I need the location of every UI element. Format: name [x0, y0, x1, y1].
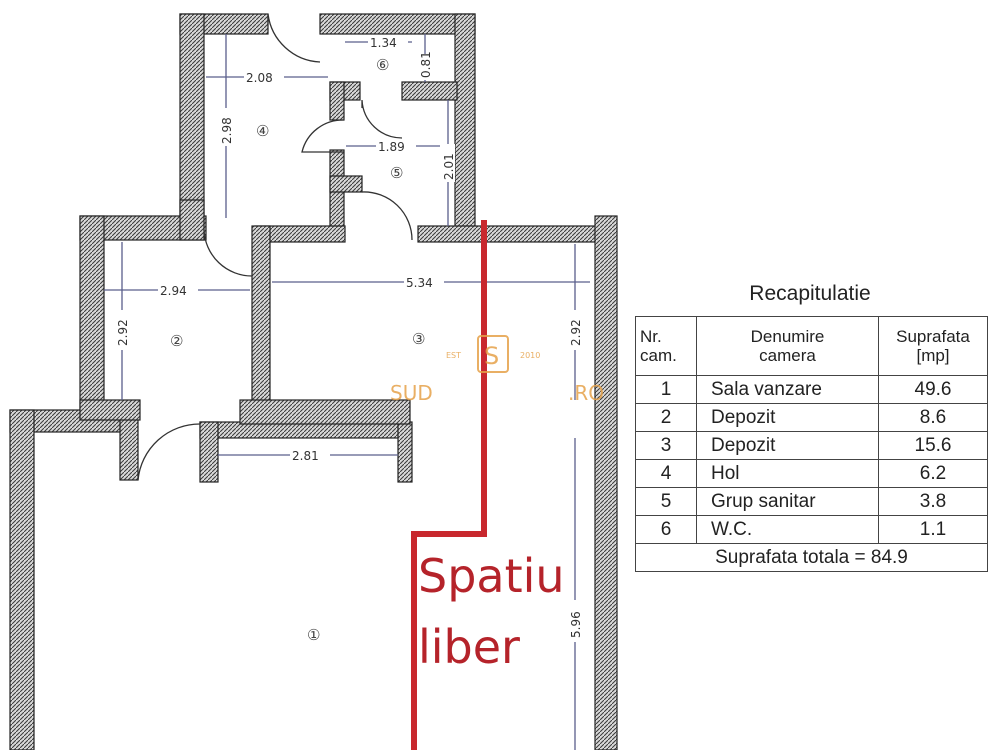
watermark-est: EST — [446, 351, 461, 360]
table-row: 1 Sala vanzare 49.6 — [635, 375, 988, 404]
dim-0-81: 0.81 — [419, 51, 433, 78]
wall-room3-bottom — [239, 399, 411, 425]
table-row: 2 Depozit 8.6 — [635, 403, 988, 432]
recap-total: Suprafata totala = 84.9 — [635, 543, 988, 572]
watermark: S EST 2010 SUD .RO — [390, 335, 604, 405]
room-number-1: ① — [307, 626, 320, 644]
cell-area: 49.6 — [878, 375, 988, 404]
recap-title: Recapitulatie — [749, 282, 871, 305]
dim-2-01: 2.01 — [442, 153, 456, 180]
header-room-area: Suprafata [mp] — [878, 316, 988, 376]
free-space-boundary — [411, 220, 487, 750]
wall-top-right — [319, 13, 476, 35]
recap-total-row: Suprafata totala = 84.9 — [635, 543, 988, 572]
cell-name: Hol — [696, 459, 879, 488]
wall-upper-right — [454, 13, 476, 240]
free-space-label-line1: Spatiu — [418, 549, 565, 603]
cell-nr: 4 — [635, 459, 697, 488]
dim-5-34: 5.34 — [406, 276, 433, 290]
dimension-labels: 1.34 0.81 2.08 2.98 1.89 2.01 2.94 5.34 … — [115, 35, 583, 642]
room-number-3: ③ — [412, 330, 425, 348]
dim-2-92-right: 2.92 — [569, 319, 583, 346]
room-numbers: ⑥ ④ ⑤ ② ③ ① — [170, 56, 425, 644]
watermark-logo-s: S — [484, 342, 499, 370]
door-hall-room2 — [203, 229, 253, 277]
free-space-label-line2: liber — [418, 620, 520, 674]
cell-name: Grup sanitar — [696, 487, 879, 516]
cell-name: Depozit — [696, 431, 879, 460]
dim-2-08: 2.08 — [246, 71, 273, 85]
table-row: 6 W.C. 1.1 — [635, 515, 988, 544]
wall-room3-top-right — [417, 225, 617, 243]
wall-room2-room3 — [251, 225, 271, 407]
cell-area: 6.2 — [878, 459, 988, 488]
dim-2-81: 2.81 — [292, 449, 319, 463]
recap-table: Nr. cam. Denumire camera Suprafata [mp] … — [635, 316, 988, 572]
door-wc — [361, 99, 403, 139]
cell-area: 1.1 — [878, 515, 988, 544]
door-room1-room2 — [137, 423, 201, 481]
cell-area: 3.8 — [878, 487, 988, 516]
door-hall-bath — [301, 119, 345, 153]
room-number-4: ④ — [256, 122, 269, 140]
cell-nr: 6 — [635, 515, 697, 544]
dim-5-96: 5.96 — [569, 611, 583, 638]
cell-name: Sala vanzare — [696, 375, 879, 404]
dim-2-98: 2.98 — [220, 117, 234, 144]
room-number-6: ⑥ — [376, 56, 389, 74]
wall-room4-lower — [179, 199, 205, 241]
door-bath — [361, 191, 413, 241]
wall-mid-vertical — [329, 81, 345, 121]
dim-1-89: 1.89 — [378, 140, 405, 154]
header-room-number: Nr. cam. — [635, 316, 697, 376]
dim-2-94: 2.94 — [160, 284, 187, 298]
header-room-name: Denumire camera — [696, 316, 879, 376]
room-number-2: ② — [170, 332, 183, 350]
doors — [137, 13, 413, 481]
watermark-year: 2010 — [520, 351, 540, 360]
watermark-text-right: .RO — [568, 381, 604, 405]
table-row: 4 Hol 6.2 — [635, 459, 988, 488]
wall-right-outer — [594, 215, 618, 750]
room-number-5: ⑤ — [390, 164, 403, 182]
wall-left-outer — [9, 409, 35, 750]
table-row: 5 Grup sanitar 3.8 — [635, 487, 988, 516]
recap-header-row: Nr. cam. Denumire camera Suprafata [mp] — [635, 316, 988, 376]
watermark-text-left: SUD — [390, 381, 433, 405]
wall-stub-right — [199, 421, 219, 483]
cell-nr: 2 — [635, 403, 697, 432]
wall-bath-bottom — [329, 175, 363, 193]
cell-name: W.C. — [696, 515, 879, 544]
dim-2-92-left: 2.92 — [116, 319, 130, 346]
cell-area: 8.6 — [878, 403, 988, 432]
wall-room2-bottom — [79, 399, 141, 421]
cell-nr: 5 — [635, 487, 697, 516]
table-row: 3 Depozit 15.6 — [635, 431, 988, 460]
door-entry-upper — [267, 13, 321, 63]
cell-nr: 1 — [635, 375, 697, 404]
wall-stub-far-right — [397, 421, 413, 483]
cell-name: Depozit — [696, 403, 879, 432]
dim-1-34: 1.34 — [370, 36, 397, 50]
wall-upper-left — [179, 13, 205, 225]
watermark-logo-box — [477, 335, 509, 373]
cell-area: 15.6 — [878, 431, 988, 460]
walls — [9, 13, 618, 750]
wall-room2-left — [79, 215, 105, 417]
wall-wc-bottom-right — [401, 81, 458, 101]
cell-nr: 3 — [635, 431, 697, 460]
